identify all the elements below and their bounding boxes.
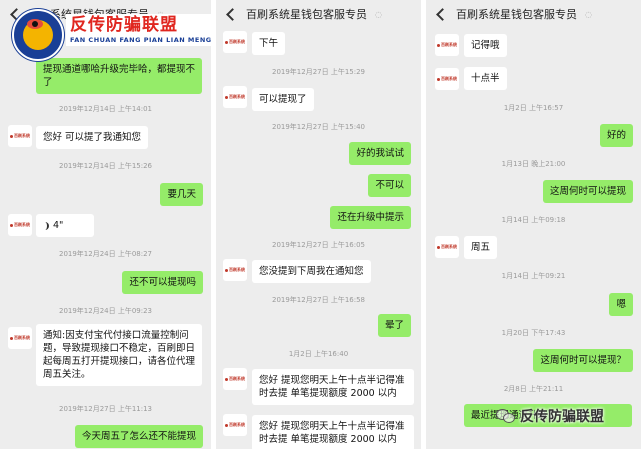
message-bubble-received[interactable]: 记得哦 xyxy=(464,34,507,57)
avatar: 百刷系统 xyxy=(435,236,459,258)
timestamp: 2019年12月27日 上午16:05 xyxy=(271,241,366,249)
timestamp: 2月8日 上午21:11 xyxy=(503,385,564,393)
earpiece-icon: ◌ xyxy=(585,9,592,19)
avatar-label: 百刷系统 xyxy=(441,42,457,47)
brand-name-pinyin: FAN CHUAN FANG PIAN LIAN MENG xyxy=(70,36,212,44)
brand-logo-icon xyxy=(12,9,64,61)
logo-dot-icon xyxy=(225,377,228,381)
message-bubble-received[interactable]: 您没提到下周我在通知您 xyxy=(252,260,371,283)
message-bubble-received[interactable]: 您好 可以提了我通知您 xyxy=(36,126,149,149)
logo-pupil xyxy=(32,21,38,27)
voice-duration: 4" xyxy=(53,220,64,231)
timestamp: 1月14日 上午09:18 xyxy=(501,216,566,224)
watermark: 反传防骗联盟 xyxy=(496,406,604,426)
timestamp: 2019年12月14日 上午15:26 xyxy=(58,162,153,170)
timestamp: 2019年12月27日 上午16:58 xyxy=(271,296,366,304)
avatar: 百刷系统 xyxy=(8,125,32,147)
logo-dot-icon xyxy=(10,336,13,340)
logo-dot-icon xyxy=(437,77,440,81)
avatar: 百刷系统 xyxy=(8,214,32,236)
avatar: 百刷系统 xyxy=(8,327,32,349)
message-bubble-sent[interactable]: 还在升级中提示 xyxy=(330,206,411,229)
logo-dot-icon xyxy=(437,245,440,249)
message-bubble-sent[interactable]: 这周何时可以提现 xyxy=(542,180,633,203)
timestamp: 2019年12月27日 上午15:29 xyxy=(271,68,366,76)
message-bubble-received[interactable]: 下午 xyxy=(252,32,286,55)
message-bubble-sent[interactable]: 要几天 xyxy=(160,183,203,206)
timestamp: 2019年12月14日 上午14:01 xyxy=(58,105,153,113)
avatar-label: 百刷系统 xyxy=(229,267,245,272)
message-bubble-sent[interactable]: 还不可以提现吗 xyxy=(122,271,203,294)
message-bubble-sent[interactable]: 今天周五了怎么还不能提现 xyxy=(74,425,203,448)
avatar: 百刷系统 xyxy=(223,414,247,436)
logo-dot-icon xyxy=(437,43,440,47)
chat-title: 百刷系统星钱包客服专员 xyxy=(246,8,367,21)
avatar: 百刷系统 xyxy=(223,368,247,390)
voice-message[interactable]: 4" xyxy=(36,214,94,237)
avatar: 百刷系统 xyxy=(435,68,459,90)
message-bubble-sent[interactable]: 晕了 xyxy=(377,314,411,337)
message-bubble-sent[interactable]: 不可以 xyxy=(368,174,411,197)
message-bubble-received[interactable]: 十点半 xyxy=(464,67,507,90)
avatar-label: 百刷系统 xyxy=(229,39,245,44)
avatar-label: 百刷系统 xyxy=(441,244,457,249)
logo-dot-icon xyxy=(225,268,228,272)
timestamp: 2019年12月24日 上午08:27 xyxy=(58,250,153,258)
avatar-label: 百刷系统 xyxy=(14,222,30,227)
brand-banner: 反传防骗联盟 FAN CHUAN FANG PIAN LIAN MENG xyxy=(66,14,216,46)
message-bubble-received[interactable]: 可以提现了 xyxy=(252,88,314,111)
timestamp: 2019年12月27日 上午15:40 xyxy=(271,123,366,131)
timestamp: 2019年12月24日 上午09:23 xyxy=(58,307,153,315)
back-arrow-icon[interactable] xyxy=(224,7,238,21)
avatar-label: 百刷系统 xyxy=(229,376,245,381)
timestamp: 1月13日 晚上21:00 xyxy=(501,160,566,168)
watermark-text: 反传防骗联盟 xyxy=(520,409,604,425)
chat-header: 百刷系统星钱包客服专员 ◌ xyxy=(216,0,421,28)
timestamp: 1月14日 上午09:21 xyxy=(501,272,566,280)
avatar: 百刷系统 xyxy=(223,86,247,108)
avatar: 百刷系统 xyxy=(223,31,247,53)
message-bubble-sent[interactable]: 嗯 xyxy=(609,293,633,316)
timestamp: 2019年12月27日 上午11:13 xyxy=(58,405,153,413)
avatar-label: 百刷系统 xyxy=(229,94,245,99)
message-bubble-received[interactable]: 通知:因支付宝代付接口流量控制问题，导致提现接口不稳定，百刷即日起每周五打开提现… xyxy=(36,324,202,386)
avatar: 百刷系统 xyxy=(223,259,247,281)
chat-header: 百刷系统星钱包客服专员 ◌ xyxy=(426,0,641,28)
chat-panel-1: 系统星钱包客服专员 ◌ 提现通道哪哈升级完毕哈，都提现不了 2019年12月14… xyxy=(0,0,211,449)
message-bubble-sent[interactable]: 好的 xyxy=(599,124,633,147)
message-bubble-received[interactable]: 周五 xyxy=(464,236,498,259)
brand-name: 反传防骗联盟 xyxy=(70,15,178,35)
logo-dot-icon xyxy=(10,223,13,227)
timestamp: 1月2日 上午16:40 xyxy=(288,350,349,358)
voice-wave-icon xyxy=(43,221,49,230)
avatar-label: 百刷系统 xyxy=(14,133,30,138)
chat-panel-3: 百刷系统星钱包客服专员 ◌ 百刷系统 记得哦 百刷系统 十点半 1月2日 上午1… xyxy=(426,0,641,449)
wechat-icon xyxy=(496,408,516,424)
back-arrow-icon[interactable] xyxy=(434,7,448,21)
timestamp: 1月20日 下午17:43 xyxy=(501,329,566,337)
avatar-label: 百刷系统 xyxy=(14,335,30,340)
earpiece-icon: ◌ xyxy=(375,9,382,19)
chat-panel-2: 百刷系统星钱包客服专员 ◌ 百刷系统 下午 2019年12月27日 上午15:2… xyxy=(216,0,421,449)
chat-title: 百刷系统星钱包客服专员 xyxy=(456,8,577,21)
logo-dot-icon xyxy=(225,95,228,99)
logo-dot-icon xyxy=(10,134,13,138)
message-bubble-sent[interactable]: 提现通道哪哈升级完毕哈，都提现不了 xyxy=(36,58,202,94)
avatar: 百刷系统 xyxy=(435,34,459,56)
logo-dot-icon xyxy=(225,423,228,427)
timestamp: 1月2日 上午16:57 xyxy=(503,104,564,112)
message-bubble-received[interactable]: 您好 提现您明天上午十点半记得准时去提 单笔提现额度 2000 以内 xyxy=(252,415,414,449)
avatar-label: 百刷系统 xyxy=(229,422,245,427)
message-bubble-received[interactable]: 您好 提现您明天上午十点半记得准时去提 单笔提现额度 2000 以内 xyxy=(252,369,414,405)
logo-dot-icon xyxy=(225,40,228,44)
message-bubble-sent[interactable]: 这周何时可以提现？ xyxy=(533,349,633,372)
avatar-label: 百刷系统 xyxy=(441,76,457,81)
message-bubble-sent[interactable]: 好的我试试 xyxy=(349,142,411,165)
